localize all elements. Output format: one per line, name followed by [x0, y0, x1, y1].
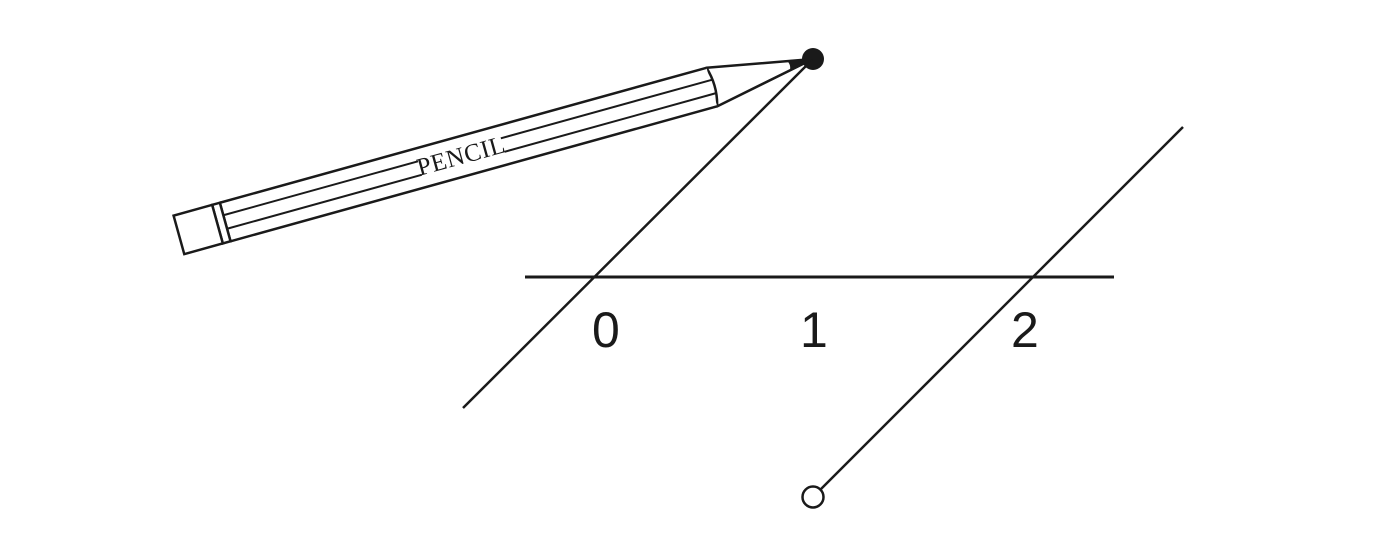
tick-label-2: 2: [1011, 302, 1039, 358]
diagonal-line-through-two: [819, 126, 1184, 491]
pencil-icon: PENCIL: [172, 57, 815, 256]
tick-label-0: 0: [592, 302, 620, 358]
tick-label-1: 1: [800, 302, 828, 358]
diagonal-line-through-zero: [462, 58, 814, 409]
open-point: [801, 485, 825, 509]
